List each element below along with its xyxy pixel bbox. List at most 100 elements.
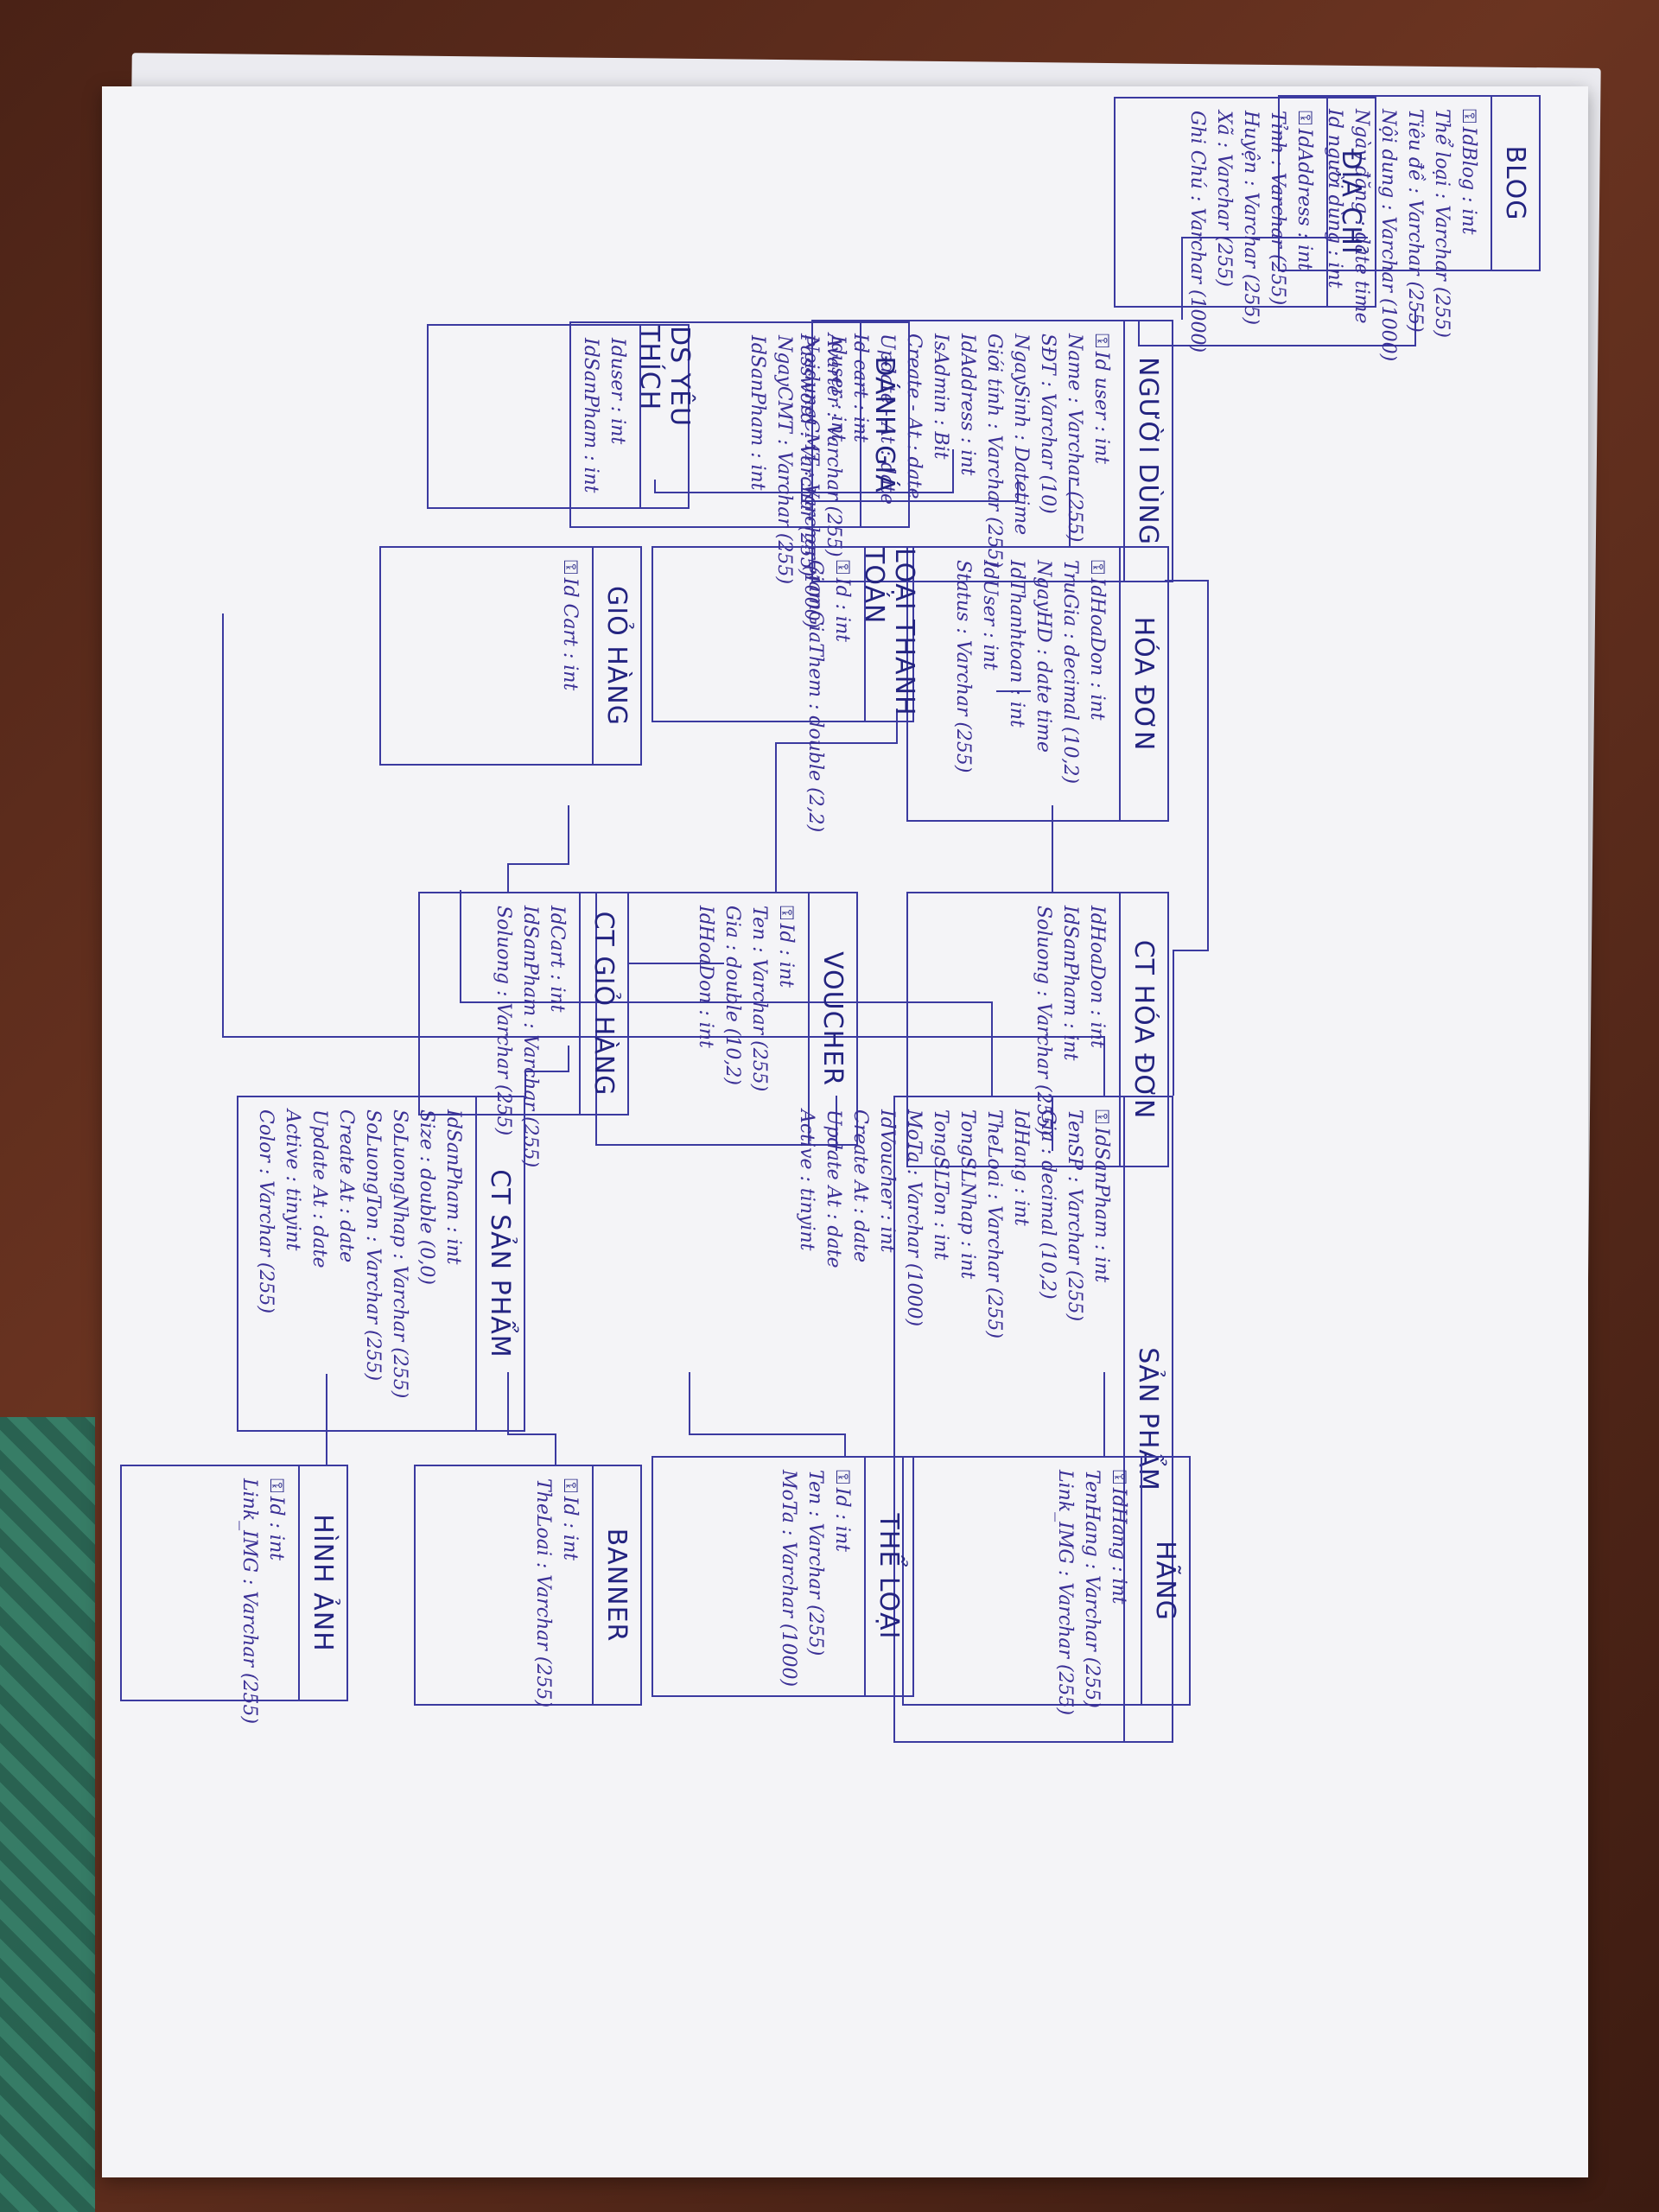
entity-title: HÓA ĐƠN (1119, 548, 1167, 820)
entity-field: Link_IMG : Varchar (255) (1052, 1470, 1078, 1715)
field-text: Id Cart : int (559, 577, 581, 691)
field-text: SoLuongNhap : Varchar (255) (389, 1109, 410, 1399)
key-icon: ⚿ (265, 1478, 287, 1493)
key-icon: ⚿ (559, 1478, 581, 1493)
entity-field: Huyện : Varchar (255) (1237, 111, 1264, 325)
entity-field: Nội dung : Varchar (1000) (1375, 109, 1402, 361)
field-text: IdThanhtoan : int (1006, 560, 1027, 728)
entity-field: IdSanPham : int (440, 1109, 467, 1430)
field-text: Huyện : Varchar (255) (1240, 111, 1262, 326)
entity-field: TheLoai : Varchar (255) (530, 1478, 556, 1708)
field-text: TenSP : Varchar (255) (1064, 1109, 1085, 1322)
relationship-line (460, 890, 993, 1096)
entity-title: ĐÁNH GIÁ (860, 323, 908, 526)
entity-field: Iduser : int (604, 338, 631, 507)
field-text: Gia : decimal (10,2) (1037, 1109, 1058, 1300)
field-text: IdSanPham : int (580, 338, 601, 493)
field-text: TenHang : Varchar (255) (1081, 1470, 1103, 1708)
field-text: Id user : int (1090, 351, 1112, 464)
paper-sheet (102, 86, 1588, 2177)
field-text: NgaySinh : Datetime (1010, 334, 1032, 536)
entity-field: IdHoaDon : int (692, 906, 719, 1144)
relationship-line (689, 1372, 846, 1456)
field-text: IdHang : int (1010, 1109, 1032, 1226)
entity-field: ⚿IdHang : int (1105, 1470, 1132, 1704)
entity-field: SĐT : Varchar (10) (1034, 334, 1061, 581)
entity-field: IdSanPham : Varchar (255) (517, 906, 543, 1167)
field-text: Giới tính : Varchar (255) (983, 334, 1005, 569)
entity-field: ⚿Id : int (556, 1478, 583, 1704)
field-text: NgayHD : date time (1033, 560, 1054, 753)
field-text: TongSLNhap : int (957, 1109, 978, 1280)
entity-field: Thể loại : Varchar (255) (1428, 109, 1455, 338)
field-text: Iduser : int (607, 338, 628, 445)
relationship-line (524, 1046, 569, 1099)
entity-title: NGƯỜI DÙNG (1123, 321, 1172, 581)
entity-title: LOẠI THANH TOÁN (859, 548, 919, 721)
entity-field: Xã : Varchar (255) (1211, 111, 1237, 306)
relationship-line (1165, 580, 1209, 1096)
field-text: Link_IMG : Varchar (255) (1054, 1470, 1076, 1716)
field-text: TheLoai : Varchar (255) (983, 1109, 1005, 1339)
field-text: Status : Varchar (255) (952, 560, 974, 773)
relationship-line (654, 449, 954, 493)
entity-field: Gia : double (10,2) (719, 906, 746, 1144)
entity-field: Name : Varchar (255) (1061, 334, 1088, 581)
entity-field: ⚿Id : int (829, 560, 855, 721)
relationship-line (775, 709, 898, 892)
entity-title: BLOG (1491, 97, 1539, 270)
field-text: IdAddress : int (957, 334, 978, 476)
field-text: GiamGiaThem : double (2,2) (804, 560, 826, 833)
field-text: Ten : Varchar (255) (748, 906, 770, 1092)
relationship-lines (222, 237, 1416, 1465)
entity-title: HÃNG (1141, 1458, 1189, 1704)
entity-title: DS YÊU THÍCH (634, 326, 695, 507)
key-icon: ⚿ (1294, 111, 1315, 125)
key-icon: ⚿ (559, 560, 581, 575)
field-text: Create At : date (335, 1109, 357, 1263)
entity-field: IdSanPham : int (744, 335, 771, 526)
field-text: Create At : date (849, 1109, 871, 1263)
floor-tile (0, 1417, 95, 2212)
entity-field: SoLuongNhap : Varchar (255) (386, 1109, 413, 1430)
field-text: IdHang : int (1108, 1487, 1129, 1605)
field-text: IsAdmin : Bit (930, 334, 951, 460)
field-text: TheLoai : Varchar (255) (532, 1478, 554, 1708)
entity-field: MoTa : Varchar (1000) (775, 1470, 802, 1695)
entity-field: Create At : date (333, 1109, 359, 1430)
field-text: IdVoucher : int (876, 1109, 898, 1253)
field-text: IdSanPham : int (1090, 1127, 1112, 1283)
relationship-line (507, 805, 569, 892)
relationship-line (222, 613, 1105, 1096)
field-text: Gia : double (10,2) (721, 906, 743, 1085)
key-icon: ⚿ (1458, 109, 1479, 124)
entity-title: ĐỊA CHỈ (1326, 99, 1375, 306)
key-icon: ⚿ (775, 906, 797, 920)
field-text: Nội dung : Varchar (1000) (1377, 109, 1399, 362)
field-text: Size : double (0,0) (416, 1109, 437, 1285)
field-text: Tiêu đề : Varchar (255) (1404, 109, 1426, 333)
field-text: IdUser : int (979, 560, 1001, 671)
key-icon: ⚿ (831, 560, 853, 575)
entity-field: Update At : date (306, 1109, 333, 1430)
entity-field: ⚿ Id Cart : int (556, 560, 583, 764)
entity-field: ⚿IdBlog : int (1455, 109, 1482, 270)
field-text: Thể loại : Varchar (255) (1431, 109, 1452, 338)
entity-field: GiamGiaThem : double (2,2) (802, 560, 829, 832)
field-text: IdSanPham : int (442, 1109, 464, 1265)
entity-title: CT GIỎ HÀNG (579, 893, 627, 1114)
field-text: IdAddress : int (1294, 128, 1315, 271)
entity-field: IdSanPham : int (577, 338, 604, 507)
entity-title: GIỎ HÀNG (592, 548, 640, 764)
entity-field: IdThanhtoan : int (1003, 560, 1030, 820)
entity-field: Ten : Varchar (255) (746, 906, 772, 1144)
field-text: Name : Varchar (255) (1064, 334, 1085, 543)
